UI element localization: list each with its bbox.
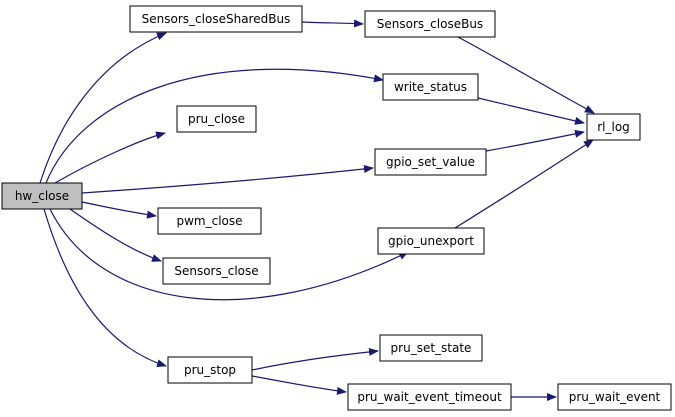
node-rl_log[interactable]: rl_log [586, 113, 641, 141]
node-Sensors_closeBus[interactable]: Sensors_closeBus [364, 10, 496, 38]
node-pru_close[interactable]: pru_close [176, 105, 257, 133]
edges-layer [39, 19, 595, 401]
node-write_status[interactable]: write_status [382, 73, 479, 101]
node-label: pru_close [188, 112, 245, 126]
node-Sensors_close[interactable]: Sensors_close [162, 257, 271, 285]
node-label: Sensors_close [174, 264, 258, 278]
edge-hw_close-to-gpio_unexport [49, 208, 409, 301]
node-label: pwm_close [176, 214, 242, 228]
node-box [377, 227, 485, 255]
edge-hw_close-to-pwm_close [81, 201, 157, 219]
node-box [347, 383, 512, 411]
node-pru_wait_event[interactable]: pru_wait_event [557, 383, 672, 411]
node-label: gpio_unexport [388, 234, 474, 248]
node-box [586, 113, 641, 141]
node-label: pru_set_state [391, 341, 472, 355]
node-box [162, 257, 271, 285]
edge-Sensors_closeSharedBus-to-Sensors_closeBus [301, 19, 364, 28]
node-label: pru_wait_event_timeout [357, 390, 502, 404]
node-box [364, 10, 496, 38]
node-box [374, 148, 487, 176]
node-pwm_close[interactable]: pwm_close [157, 207, 262, 235]
node-box [1, 182, 83, 210]
node-box [129, 5, 303, 33]
edge-hw_close-to-pru_close [54, 131, 166, 184]
node-pru_stop[interactable]: pru_stop [167, 356, 253, 384]
node-label: pru_wait_event [569, 390, 661, 404]
node-Sensors_closeSharedBus[interactable]: Sensors_closeSharedBus [129, 5, 303, 33]
node-gpio_set_value[interactable]: gpio_set_value [374, 148, 487, 176]
node-label: hw_close [15, 189, 69, 203]
edge-hw_close-to-write_status [45, 68, 384, 184]
edge-hw_close-to-Sensors_close [69, 208, 162, 262]
node-label: gpio_set_value [386, 155, 475, 169]
node-pru_set_state[interactable]: pru_set_state [379, 334, 483, 362]
edge-pru_stop-to-pru_set_state [251, 347, 379, 371]
node-box [557, 383, 672, 411]
node-label: rl_log [597, 120, 630, 134]
edge-write_status-to-rl_log [477, 97, 585, 125]
node-box [379, 334, 483, 362]
edge-gpio_unexport-to-rl_log [454, 139, 594, 229]
node-label: Sensors_closeSharedBus [142, 12, 291, 26]
node-label: write_status [394, 80, 467, 94]
node-box [176, 105, 257, 133]
node-box [167, 356, 253, 384]
node-gpio_unexport[interactable]: gpio_unexport [377, 227, 485, 255]
node-hw_close[interactable]: hw_close [1, 182, 83, 210]
node-box [157, 207, 262, 235]
node-pru_wait_event_timeout[interactable]: pru_wait_event_timeout [347, 383, 512, 411]
edge-gpio_set_value-to-rl_log [485, 129, 585, 152]
node-label: Sensors_closeBus [377, 17, 483, 31]
node-label: pru_stop [184, 363, 236, 377]
edge-hw_close-to-Sensors_closeSharedBus [39, 32, 167, 184]
edge-hw_close-to-pru_stop [43, 208, 167, 368]
edge-pru_stop-to-pru_wait_event_timeout [251, 375, 347, 395]
edge-Sensors_closeBus-to-rl_log [457, 36, 595, 114]
node-box [382, 73, 479, 101]
edge-hw_close-to-gpio_set_value [81, 165, 374, 194]
